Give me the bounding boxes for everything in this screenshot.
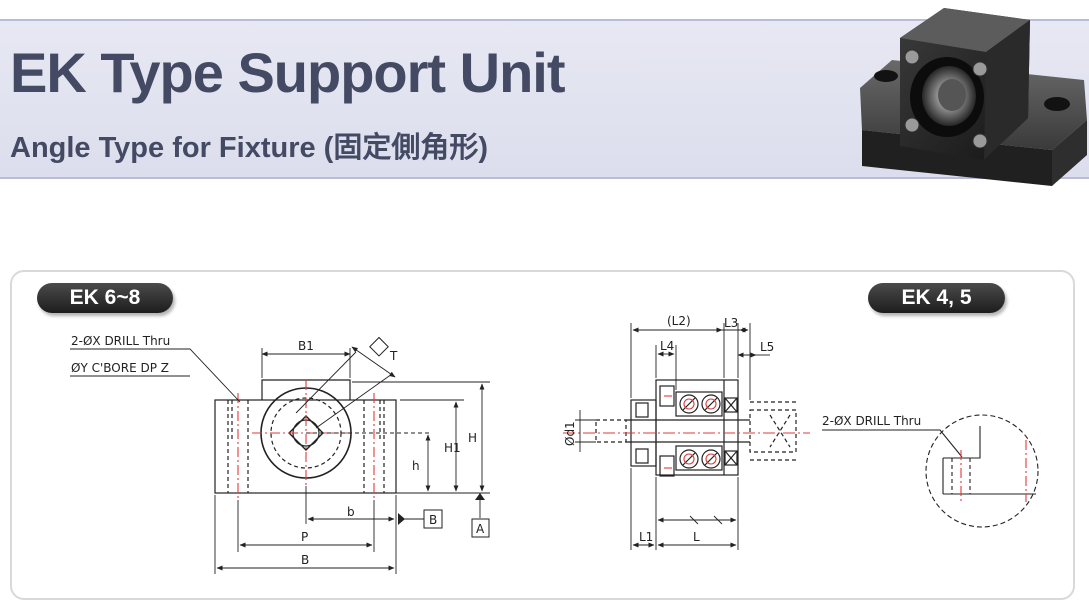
dim-l4-label: L4	[660, 339, 674, 353]
dim-h-small-label: h	[412, 459, 420, 473]
dim-l5-label: L5	[760, 340, 774, 354]
dim-l1-label: L1	[639, 530, 653, 544]
front-dimensions	[70, 346, 490, 574]
dim-p-label: P	[301, 530, 308, 544]
detail-centerlines	[960, 440, 1027, 502]
model-label-ek4-5: EK 4, 5	[868, 283, 1005, 313]
datum-b-arrow	[398, 513, 405, 525]
side-view	[595, 379, 797, 477]
datum-b-label: B	[429, 513, 437, 527]
detail-note-drill: 2-ØX DRILL Thru	[822, 414, 921, 428]
datum-b-box	[423, 509, 443, 529]
side-dimensions	[575, 323, 770, 550]
square-symbol	[369, 336, 389, 357]
dim-l3-label: L3	[724, 316, 738, 330]
side-red-details	[563, 395, 810, 469]
datum-a-box	[471, 518, 490, 538]
dim-l2-label: (L2)	[667, 314, 691, 328]
dim-b-label: B	[301, 553, 309, 567]
page-subtitle: Angle Type for Fixture (固定側角形)	[10, 132, 488, 164]
dim-b1-label: B1	[298, 339, 314, 353]
model-label-ek6-8: EK 6~8	[37, 283, 173, 313]
front-centerlines	[237, 380, 375, 500]
dim-d1-label: Ød1	[563, 421, 577, 446]
dim-h-label: H	[468, 431, 477, 445]
drawing-panel	[10, 270, 1075, 600]
dim-b-small-label: b	[347, 505, 355, 519]
product-photo	[860, 8, 1087, 186]
datum-a-arrow	[475, 493, 485, 500]
dim-t-label: T	[389, 349, 398, 363]
front-note-cbore: ØY C'BORE DP Z	[71, 361, 169, 375]
datum-a-label: A	[476, 522, 485, 536]
detail-view	[822, 414, 1039, 528]
front-note-drill: 2-ØX DRILL Thru	[71, 334, 170, 348]
dim-l-label: L	[693, 530, 700, 544]
page-title: EK Type Support Unit	[10, 41, 565, 104]
dim-h1-label: H1	[444, 441, 461, 455]
side-housing	[655, 379, 739, 476]
